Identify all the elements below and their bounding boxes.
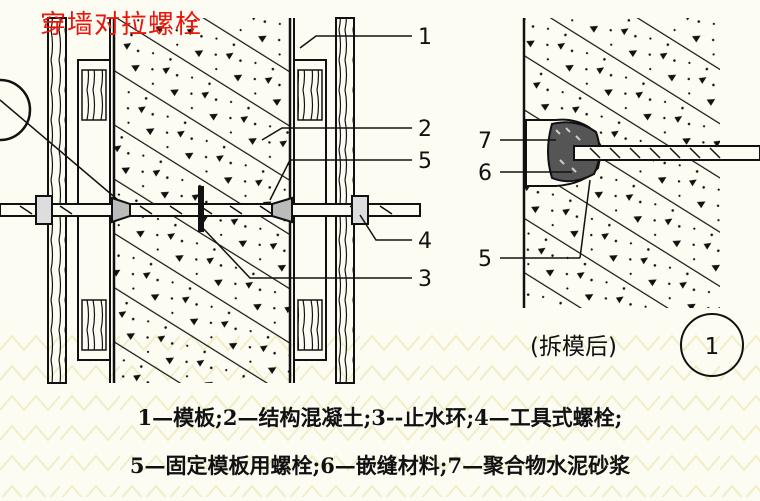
diagram-title: 穿墙对拉螺栓 xyxy=(40,10,203,40)
legend-line-1: 1—模板;2—结构混凝土;3--止水环;4—工具式螺栓; xyxy=(137,405,623,430)
detail-arc xyxy=(0,78,32,142)
label-2: 2 xyxy=(418,117,432,142)
label-4: 4 xyxy=(418,229,432,254)
caption: (拆模后) xyxy=(530,334,617,360)
label-6: 6 xyxy=(478,161,492,186)
detail-circle xyxy=(680,313,744,377)
label-7: 7 xyxy=(478,129,492,154)
legend-line-2: 5—固定模板用螺栓;6—嵌缝材料;7—聚合物水泥砂浆 xyxy=(129,453,631,478)
label-3: 3 xyxy=(418,267,432,292)
bolt-right xyxy=(573,145,760,161)
formwork-right xyxy=(293,17,355,384)
label-5: 5 xyxy=(418,149,432,174)
label-5-right: 5 xyxy=(478,247,492,272)
circle-number: 1 xyxy=(705,334,720,360)
recess-detail xyxy=(525,118,604,187)
through-bolt xyxy=(0,186,421,232)
label-1: 1 xyxy=(418,25,432,50)
water-stop-ring xyxy=(198,186,204,232)
formwork-left xyxy=(47,17,111,384)
